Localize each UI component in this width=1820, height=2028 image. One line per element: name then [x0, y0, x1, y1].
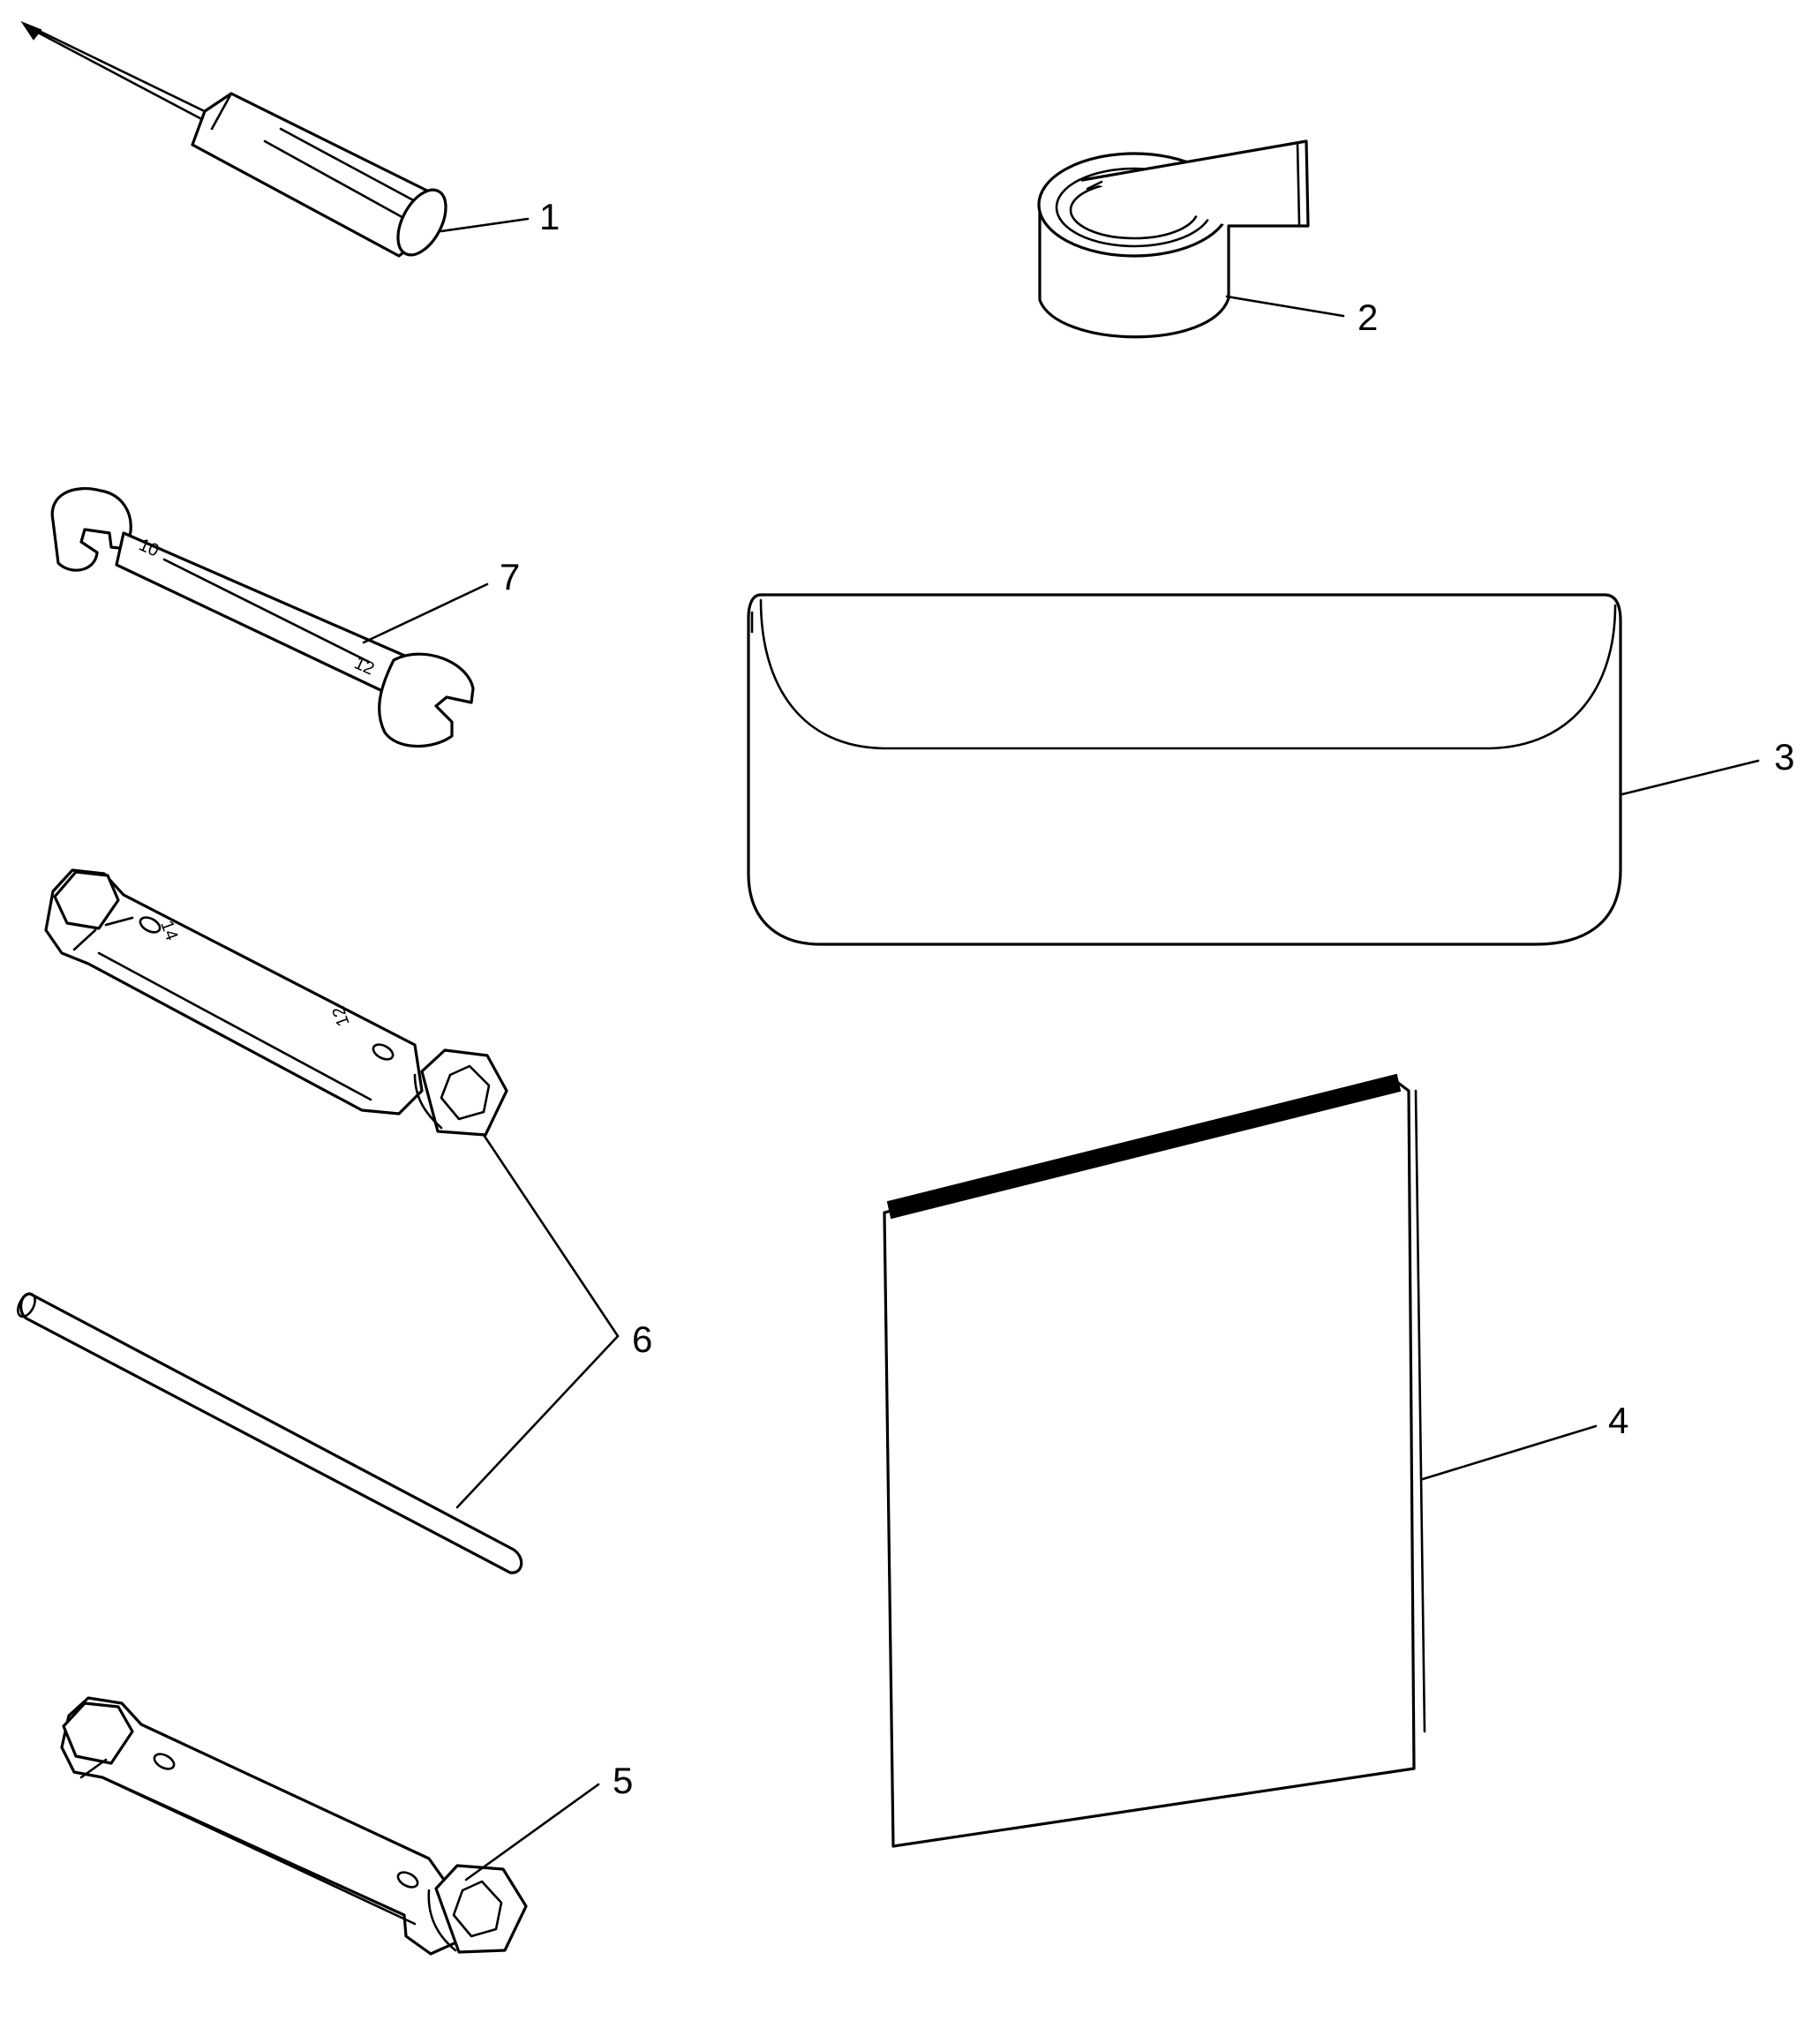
- spark-plug-wrench: [60, 1696, 528, 1956]
- open-end-spanner: 10 12: [50, 486, 475, 748]
- leader-2: [1225, 295, 1345, 318]
- leader-6: [455, 1133, 620, 1509]
- callout-5: 5: [613, 1760, 633, 1801]
- strap: [1037, 139, 1310, 339]
- tommy-bar: [17, 1292, 523, 1574]
- callout-2: 2: [1357, 297, 1378, 338]
- callout-7: 7: [500, 556, 520, 597]
- leader-1: [440, 217, 530, 233]
- screwdriver: [20, 20, 447, 258]
- callout-6: 6: [632, 1318, 652, 1360]
- box-wrench-14x12: 14 12: [44, 868, 508, 1137]
- callout-3: 3: [1774, 736, 1794, 777]
- callout-1: 1: [539, 196, 560, 237]
- leader-5: [464, 1783, 600, 1882]
- owners-manual: [883, 1073, 1426, 1848]
- leader-7: [362, 582, 489, 644]
- callout-4: 4: [1608, 1400, 1628, 1441]
- leader-4: [1421, 1424, 1598, 1481]
- leader-3: [1621, 759, 1760, 796]
- tool-pouch: [747, 593, 1622, 946]
